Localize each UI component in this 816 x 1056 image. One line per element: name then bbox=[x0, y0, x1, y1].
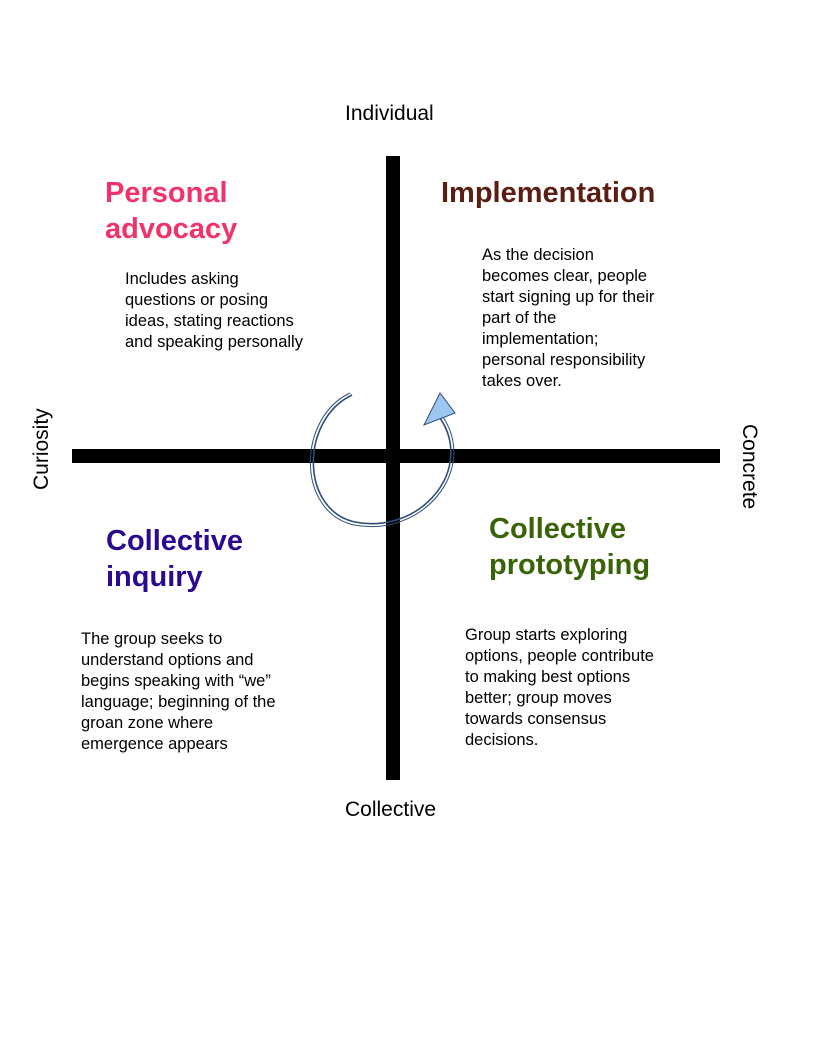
description-line: personal responsibility bbox=[482, 351, 646, 369]
description-line: towards consensus bbox=[465, 710, 607, 728]
horizontal-axis-line bbox=[72, 449, 720, 463]
title-line: advocacy bbox=[105, 213, 238, 245]
axis-label-left: Curiosity bbox=[30, 408, 53, 490]
quadrant-title-collective-prototyping: Collective prototyping bbox=[489, 511, 650, 583]
description-line: emergence appears bbox=[81, 735, 228, 753]
quadrant-title-personal-advocacy: Personal advocacy bbox=[105, 175, 237, 247]
description-line: Group starts exploring bbox=[465, 626, 628, 644]
description-line: implementation; bbox=[482, 330, 599, 348]
description-line: The group seeks to bbox=[81, 630, 223, 648]
description-line: As the decision bbox=[482, 246, 594, 264]
description-line: and speaking personally bbox=[125, 333, 303, 351]
cycle-arrow-head-icon bbox=[422, 392, 456, 426]
description-line: decisions. bbox=[465, 731, 539, 749]
quadrant-description-personal-advocacy: Includes asking questions or posing idea… bbox=[125, 269, 303, 353]
title-line: Collective bbox=[489, 513, 626, 545]
description-line: part of the bbox=[482, 309, 557, 327]
title-line: prototyping bbox=[489, 549, 651, 581]
quadrant-title-implementation: Implementation bbox=[441, 175, 655, 211]
axis-label-top: Individual bbox=[345, 102, 434, 125]
description-line: understand options and bbox=[81, 651, 254, 669]
cycle-arrow-arc bbox=[312, 394, 452, 525]
description-line: options, people contribute bbox=[465, 647, 654, 665]
description-line: better; group moves bbox=[465, 689, 612, 707]
axis-label-right: Concrete bbox=[738, 424, 761, 510]
description-line: begins speaking with “we” bbox=[81, 672, 271, 690]
description-line: becomes clear, people bbox=[482, 267, 648, 285]
quadrant-title-collective-inquiry: Collective inquiry bbox=[106, 523, 243, 595]
description-line: groan zone where bbox=[81, 714, 214, 732]
quadrant-description-implementation: As the decision becomes clear, people st… bbox=[482, 245, 654, 392]
description-line: Includes asking bbox=[125, 270, 239, 288]
description-line: questions or posing bbox=[125, 291, 269, 309]
description-line: language; beginning of the bbox=[81, 693, 276, 711]
description-line: start signing up for their bbox=[482, 288, 655, 306]
cycle-arrow-arc-inner bbox=[309, 392, 455, 528]
description-line: takes over. bbox=[482, 372, 562, 390]
axis-label-bottom: Collective bbox=[345, 798, 437, 821]
vertical-axis-line bbox=[386, 156, 400, 780]
title-line: Implementation bbox=[441, 177, 656, 209]
description-line: ideas, stating reactions bbox=[125, 312, 294, 330]
title-line: inquiry bbox=[106, 561, 203, 593]
quadrant-description-collective-inquiry: The group seeks to understand options an… bbox=[81, 629, 276, 755]
title-line: Personal bbox=[105, 177, 228, 209]
title-line: Collective bbox=[106, 525, 243, 557]
description-line: to making best options bbox=[465, 668, 631, 686]
quadrant-description-collective-prototyping: Group starts exploring options, people c… bbox=[465, 625, 654, 751]
